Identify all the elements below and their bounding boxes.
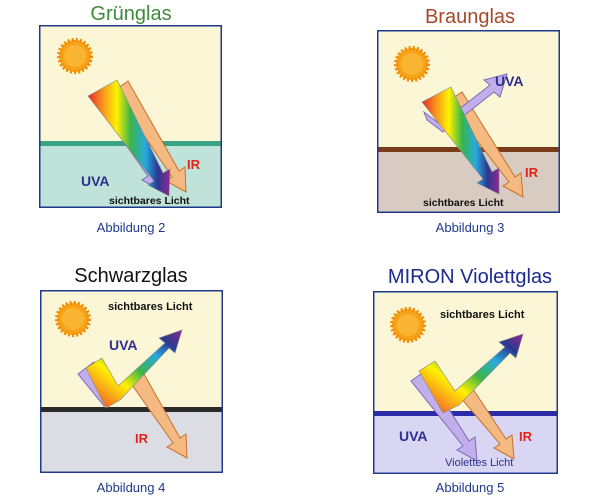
visible-light-arrow bbox=[87, 79, 171, 197]
diagram-gruenglas: UVA IR sichtbares Licht bbox=[39, 25, 222, 208]
uva-label: UVA bbox=[495, 73, 524, 89]
glass-line bbox=[373, 411, 558, 416]
ir-arrow bbox=[129, 373, 188, 459]
violet-light-label: Violettes Licht bbox=[445, 457, 513, 469]
ir-label: IR bbox=[519, 429, 533, 444]
caption-abbildung-5: Abbildung 5 bbox=[435, 480, 505, 495]
visible-light-arrow bbox=[85, 329, 183, 409]
visible-light-label: sichtbares Licht bbox=[440, 309, 525, 321]
diagram-miron-violettglas: UVA IR sichtbares Licht Violettes Licht bbox=[373, 291, 558, 474]
panel-title-gruenglas: Grünglas bbox=[90, 3, 172, 25]
ir-label: IR bbox=[525, 165, 539, 180]
uva-label: UVA bbox=[81, 173, 110, 189]
sun-icon bbox=[390, 307, 426, 343]
ir-arrow bbox=[113, 80, 187, 193]
glass-area bbox=[39, 145, 222, 208]
visible-light-arrow bbox=[418, 333, 524, 414]
uva-label: UVA bbox=[109, 337, 138, 353]
ir-label: IR bbox=[187, 157, 201, 172]
uva-arrow bbox=[422, 73, 508, 133]
panel-title-miron-violettglas: MIRON Violettglas bbox=[387, 266, 553, 288]
caption-abbildung-4: Abbildung 4 bbox=[96, 480, 166, 495]
visible-light-label: sichtbares Licht bbox=[109, 195, 190, 207]
panel-title-schwarzglas: Schwarzglas bbox=[74, 265, 188, 287]
sun-icon bbox=[57, 38, 93, 74]
ir-arrow bbox=[454, 382, 515, 460]
uva-label: UVA bbox=[399, 428, 428, 444]
caption-abbildung-2: Abbildung 2 bbox=[96, 220, 166, 235]
panel-title-braunglas: Braunglas bbox=[424, 6, 516, 28]
sun-icon bbox=[55, 301, 91, 337]
visible-light-label: sichtbares Licht bbox=[108, 301, 193, 313]
visible-light-arrow bbox=[421, 86, 500, 195]
ir-label: IR bbox=[135, 431, 149, 446]
glass-line bbox=[40, 407, 223, 412]
sun-icon bbox=[394, 46, 430, 82]
diagram-braunglas: UVA IR sichtbares Licht bbox=[377, 30, 560, 213]
visible-light-label: sichtbares Licht bbox=[423, 197, 504, 209]
caption-abbildung-3: Abbildung 3 bbox=[435, 220, 505, 235]
diagram-schwarzglas: UVA IR sichtbares Licht bbox=[40, 290, 223, 473]
